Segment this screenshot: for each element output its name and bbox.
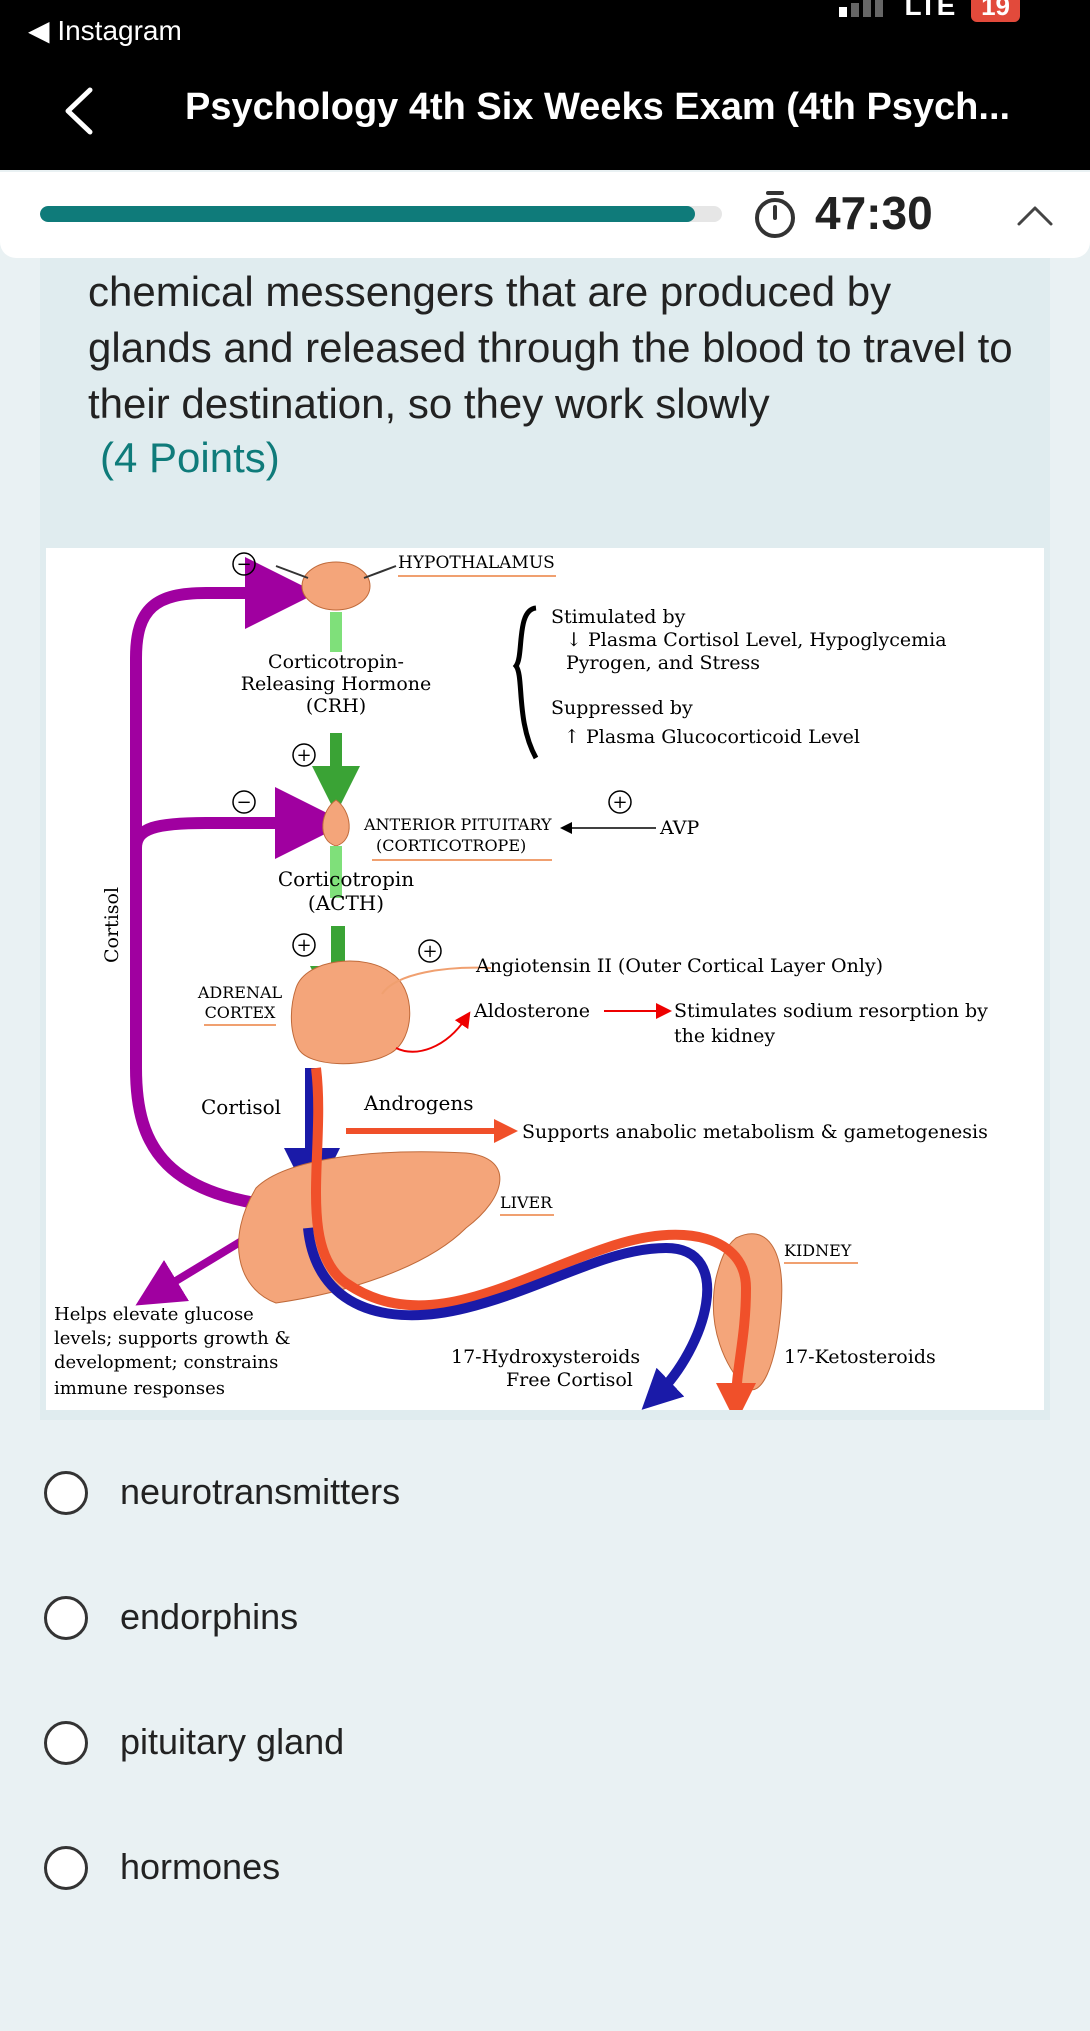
acth-label-2: (ACTH) <box>308 891 384 915</box>
liver-shape <box>238 1151 501 1304</box>
acth-label-1: Corticotropin <box>278 867 414 891</box>
signal-icon <box>838 0 883 17</box>
radio-button[interactable] <box>44 1596 88 1640</box>
corticotrope-label: (CORTICOTROPE) <box>376 836 526 855</box>
option-pituitary-gland[interactable]: pituitary gland <box>44 1715 944 1775</box>
adrenal-label-2: CORTEX <box>205 1003 276 1022</box>
hypothalamus-label: HYPOTHALAMUS <box>398 553 555 573</box>
angiotensin-label: Angiotensin II (Outer Cortical Layer Onl… <box>475 955 883 977</box>
chevron-up-icon[interactable] <box>1015 200 1055 230</box>
stimulated-title: Stimulated by <box>551 606 686 628</box>
option-label: neurotransmitters <box>120 1471 401 1512</box>
plus-sign-4: + <box>422 941 437 962</box>
top-bar: ◀ Instagram LTE 19 Psychology 4th Six We… <box>0 0 1090 170</box>
minus-sign-1: − <box>236 554 251 575</box>
cortisol-feedback-arrow <box>130 557 317 1214</box>
question-points: (4 Points) <box>100 434 280 481</box>
hydroxysteroids-label: 17-Hydroxysteroids <box>451 1346 640 1368</box>
adrenal-label-1: ADRENAL <box>197 983 283 1002</box>
stimulated-line-1: ↓ Plasma Cortisol Level, Hypoglycemia <box>566 629 947 651</box>
anterior-pituitary-label: ANTERIOR PITUITARY <box>363 815 552 834</box>
cortisol-pituitary-feedback-arrow <box>130 787 347 859</box>
hypothalamus-shape <box>301 561 371 611</box>
crh-stalk <box>330 612 342 652</box>
question-text: chemical messengers that are produced by… <box>88 268 1013 427</box>
kidney-label: KIDNEY <box>784 1241 852 1260</box>
suppressed-title: Suppressed by <box>551 697 693 719</box>
network-label: LTE <box>904 0 956 21</box>
stimulated-line-2: Pyrogen, and Stress <box>566 652 760 674</box>
ketosteroids-label: 17-Ketosteroids <box>784 1346 936 1368</box>
cortisol-vertical-label: Cortisol <box>101 887 123 963</box>
cortisol-effect-1: Helps elevate glucose <box>54 1304 254 1325</box>
plus-sign-1: + <box>296 745 311 766</box>
option-hormones[interactable]: hormones <box>44 1840 944 1900</box>
aldosterone-effect-2: the kidney <box>674 1025 775 1047</box>
androgen-effect-label: Supports anabolic metabolism & gametogen… <box>522 1121 988 1143</box>
regulation-bracket <box>512 605 539 760</box>
radio-button[interactable] <box>44 1721 88 1765</box>
option-label: endorphins <box>120 1596 299 1637</box>
progress-fill <box>40 206 695 222</box>
pituitary-shape <box>322 799 350 847</box>
crh-label-1: Corticotropin- <box>268 651 404 673</box>
androgen-excretion-path <box>311 1067 757 1423</box>
liver-label: LIVER <box>500 1193 553 1212</box>
aldosterone-label: Aldosterone <box>473 1000 590 1022</box>
radio-button[interactable] <box>44 1471 88 1515</box>
minus-sign-2: − <box>236 792 251 813</box>
countdown-timer: 47:30 <box>815 187 933 239</box>
adrenal-shape <box>290 960 411 1065</box>
cortisol-effect-4: immune responses <box>54 1378 225 1399</box>
plus-sign-3: + <box>296 935 311 956</box>
back-to-instagram-link[interactable]: ◀ Instagram <box>28 15 182 46</box>
back-chevron-icon[interactable] <box>62 86 96 136</box>
page-title: Psychology 4th Six Weeks Exam (4th Psych… <box>185 86 1011 128</box>
aldosterone-effect-1: Stimulates sodium resorption by <box>674 1000 988 1022</box>
avp-label: AVP <box>659 817 699 839</box>
cortisol-effect-2: levels; supports growth & <box>54 1328 290 1349</box>
battery-badge: 19 <box>971 0 1020 22</box>
crh-label-2: Releasing Hormone <box>241 673 432 695</box>
suppressed-line-1: ↑ Plasma Glucocorticoid Level <box>564 726 860 748</box>
cortisol-label: Cortisol <box>201 1095 281 1119</box>
diagram-svg: HYPOTHALAMUS Corticotropin- Releasing Ho… <box>54 552 988 1423</box>
androgens-label: Androgens <box>363 1091 474 1115</box>
cortisol-effect-3: development; constrains <box>54 1352 278 1373</box>
option-endorphins[interactable]: endorphins <box>44 1590 944 1650</box>
hpa-axis-diagram: HYPOTHALAMUS Corticotropin- Releasing Ho… <box>46 548 1044 1423</box>
free-cortisol-label: Free Cortisol <box>506 1369 633 1391</box>
stopwatch-icon <box>755 191 795 238</box>
option-label: pituitary gland <box>120 1721 345 1762</box>
progress-bar <box>40 206 722 222</box>
crh-label-3: (CRH) <box>306 695 366 717</box>
plus-sign-2: + <box>612 792 627 813</box>
option-label: hormones <box>120 1846 281 1887</box>
progress-card: 47:30 <box>0 172 1090 258</box>
option-neurotransmitters[interactable]: neurotransmitters <box>44 1465 944 1525</box>
cortisol-excretion-path <box>303 1227 713 1410</box>
question-card: chemical messengers that are produced by… <box>40 258 1050 1423</box>
status-indicators: LTE 19 <box>837 0 1020 22</box>
radio-button[interactable] <box>44 1846 88 1890</box>
